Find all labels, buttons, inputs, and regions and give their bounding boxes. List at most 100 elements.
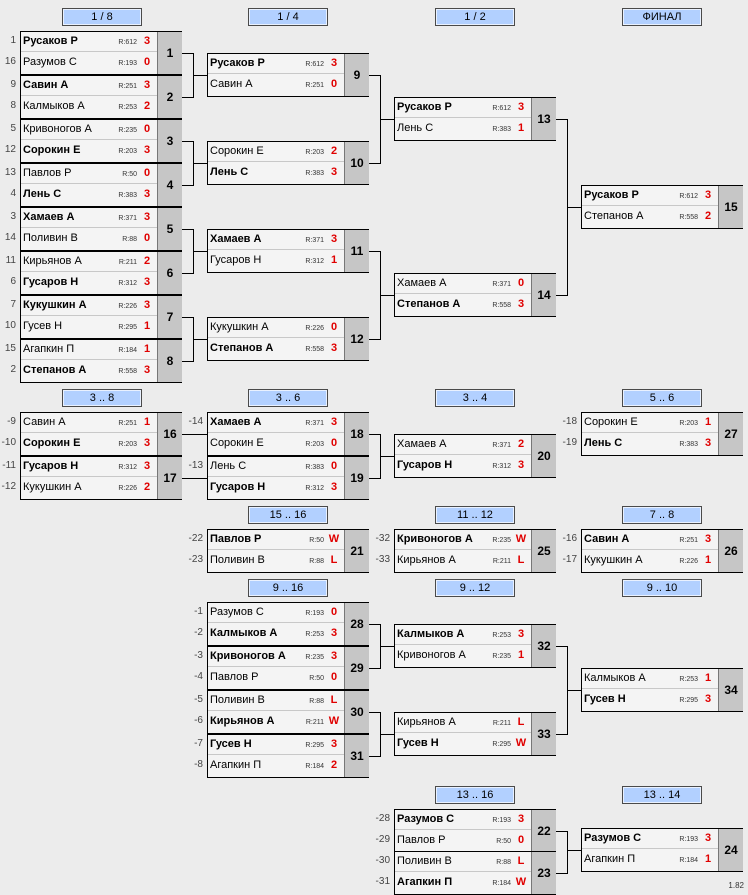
player-row[interactable]: Хамаев АR:3713	[208, 413, 344, 433]
player-row[interactable]: Лень СR:3833	[582, 434, 718, 453]
player-row[interactable]: Разумов СR:1933	[395, 810, 531, 830]
match-box[interactable]: Русаков РR:6123Разумов СR:19301	[20, 31, 182, 75]
player-row[interactable]: Калмыков АR:2533	[395, 625, 531, 645]
match-box[interactable]: Павлов РR:50WПоливин ВR:88L21	[207, 529, 369, 573]
player-row[interactable]: Калмыков АR:2531	[582, 669, 718, 689]
match-box[interactable]: Савин АR:2513Калмыков АR:25322	[20, 75, 182, 119]
match-box[interactable]: Сорокин ЕR:2031Лень СR:383327	[581, 412, 743, 456]
match-box[interactable]: Разумов СR:1930Калмыков АR:253328	[207, 602, 369, 646]
player-row[interactable]: Гусаров НR:3123	[208, 478, 344, 497]
player-row[interactable]: Хамаев АR:3713	[208, 230, 344, 250]
player-row[interactable]: Русаков РR:6123	[21, 32, 157, 52]
player-row[interactable]: Сорокин ЕR:2032	[208, 142, 344, 162]
match-box[interactable]: Поливин ВR:88LКирьянов АR:211W30	[207, 690, 369, 734]
player-row[interactable]: Хамаев АR:3710	[395, 274, 531, 294]
match-box[interactable]: Разумов СR:1933Павлов РR:50022	[394, 809, 556, 853]
player-row[interactable]: Калмыков АR:2533	[208, 624, 344, 643]
player-row[interactable]: Кукушкин АR:2263	[21, 296, 157, 316]
player-row[interactable]: Разумов СR:1930	[21, 53, 157, 72]
match-box[interactable]: Кривоногов АR:2353Павлов РR:50029	[207, 646, 369, 690]
player-row[interactable]: Сорокин ЕR:2031	[582, 413, 718, 433]
player-row[interactable]: Гусев НR:295W	[395, 734, 531, 753]
player-row[interactable]: Кукушкин АR:2260	[208, 318, 344, 338]
player-row[interactable]: Павлов РR:500	[208, 668, 344, 687]
match-box[interactable]: Калмыков АR:2531Гусев НR:295334	[581, 668, 743, 712]
match-box[interactable]: Савин АR:2511Сорокин ЕR:203316	[20, 412, 182, 456]
player-row[interactable]: Хамаев АR:3712	[395, 435, 531, 455]
player-row[interactable]: Кривоногов АR:235W	[395, 530, 531, 550]
player-row[interactable]: Сорокин ЕR:2033	[21, 141, 157, 160]
player-row[interactable]: Савин АR:2513	[21, 76, 157, 96]
match-box[interactable]: Кривоногов АR:2350Сорокин ЕR:20333	[20, 119, 182, 163]
player-row[interactable]: Павлов РR:50W	[208, 530, 344, 550]
player-row[interactable]: Кирьянов АR:2112	[21, 252, 157, 272]
match-box[interactable]: Поливин ВR:88LАгапкин ПR:184W23	[394, 851, 556, 895]
player-row[interactable]: Гусев НR:2951	[21, 317, 157, 336]
player-row[interactable]: Савин АR:2510	[208, 75, 344, 94]
match-box[interactable]: Разумов СR:1933Агапкин ПR:184124	[581, 828, 743, 872]
player-row[interactable]: Савин АR:2511	[21, 413, 157, 433]
player-row[interactable]: Степанов АR:5583	[395, 295, 531, 314]
match-box[interactable]: Русаков РR:6123Савин АR:25109	[207, 53, 369, 97]
player-row[interactable]: Разумов СR:1933	[582, 829, 718, 849]
match-box[interactable]: Хамаев АR:3713Поливин ВR:8805	[20, 207, 182, 251]
player-row[interactable]: Кривоногов АR:2350	[21, 120, 157, 140]
player-row[interactable]: Агапкин ПR:1841	[21, 340, 157, 360]
player-row[interactable]: Поливин ВR:880	[21, 229, 157, 248]
player-row[interactable]: Кирьянов АR:211L	[395, 713, 531, 733]
player-row[interactable]: Сорокин ЕR:2030	[208, 434, 344, 453]
match-box[interactable]: Гусев НR:2953Агапкин ПR:184231	[207, 734, 369, 778]
player-row[interactable]: Лень СR:3833	[208, 163, 344, 182]
player-row[interactable]: Калмыков АR:2532	[21, 97, 157, 116]
player-row[interactable]: Поливин ВR:88L	[395, 852, 531, 872]
player-row[interactable]: Поливин ВR:88L	[208, 551, 344, 570]
player-row[interactable]: Степанов АR:5582	[582, 207, 718, 226]
player-row[interactable]: Кривоногов АR:2351	[395, 646, 531, 665]
player-row[interactable]: Кирьянов АR:211W	[208, 712, 344, 731]
match-box[interactable]: Павлов РR:500Лень СR:38334	[20, 163, 182, 207]
player-row[interactable]: Павлов РR:500	[21, 164, 157, 184]
match-box[interactable]: Калмыков АR:2533Кривоногов АR:235132	[394, 624, 556, 668]
player-row[interactable]: Кукушкин АR:2262	[21, 478, 157, 497]
player-row[interactable]: Гусаров НR:3123	[21, 273, 157, 292]
match-box[interactable]: Кирьянов АR:211LГусев НR:295W33	[394, 712, 556, 756]
player-row[interactable]: Степанов АR:5583	[21, 361, 157, 380]
player-row[interactable]: Лень СR:3831	[395, 119, 531, 138]
player-row[interactable]: Гусаров НR:3123	[395, 456, 531, 475]
player-row[interactable]: Кукушкин АR:2261	[582, 551, 718, 570]
match-box[interactable]: Русаков РR:6123Степанов АR:558215	[581, 185, 743, 229]
player-row[interactable]: Савин АR:2513	[582, 530, 718, 550]
match-box[interactable]: Гусаров НR:3123Кукушкин АR:226217	[20, 456, 182, 500]
player-row[interactable]: Русаков РR:6123	[208, 54, 344, 74]
match-box[interactable]: Хамаев АR:3713Сорокин ЕR:203018	[207, 412, 369, 456]
player-row[interactable]: Гусаров НR:3123	[21, 457, 157, 477]
match-box[interactable]: Кукушкин АR:2260Степанов АR:558312	[207, 317, 369, 361]
player-row[interactable]: Кирьянов АR:211L	[395, 551, 531, 570]
player-row[interactable]: Гусаров НR:3121	[208, 251, 344, 270]
match-box[interactable]: Хамаев АR:3710Степанов АR:558314	[394, 273, 556, 317]
player-row[interactable]: Степанов АR:5583	[208, 339, 344, 358]
player-row[interactable]: Агапкин ПR:184W	[395, 873, 531, 892]
player-row[interactable]: Лень СR:3830	[208, 457, 344, 477]
match-box[interactable]: Сорокин ЕR:2032Лень СR:383310	[207, 141, 369, 185]
player-row[interactable]: Гусев НR:2953	[208, 735, 344, 755]
player-row[interactable]: Хамаев АR:3713	[21, 208, 157, 228]
player-row[interactable]: Лень СR:3833	[21, 185, 157, 204]
player-row[interactable]: Агапкин ПR:1841	[582, 850, 718, 869]
player-row[interactable]: Русаков РR:6123	[395, 98, 531, 118]
player-row[interactable]: Разумов СR:1930	[208, 603, 344, 623]
player-row[interactable]: Гусев НR:2953	[582, 690, 718, 709]
player-row[interactable]: Сорокин ЕR:2033	[21, 434, 157, 453]
match-box[interactable]: Хамаев АR:3713Гусаров НR:312111	[207, 229, 369, 273]
match-box[interactable]: Агапкин ПR:1841Степанов АR:55838	[20, 339, 182, 383]
player-row[interactable]: Русаков РR:6123	[582, 186, 718, 206]
player-row[interactable]: Агапкин ПR:1842	[208, 756, 344, 775]
match-box[interactable]: Хамаев АR:3712Гусаров НR:312320	[394, 434, 556, 478]
player-row[interactable]: Кривоногов АR:2353	[208, 647, 344, 667]
match-box[interactable]: Кукушкин АR:2263Гусев НR:29517	[20, 295, 182, 339]
match-box[interactable]: Кривоногов АR:235WКирьянов АR:211L25	[394, 529, 556, 573]
match-box[interactable]: Лень СR:3830Гусаров НR:312319	[207, 456, 369, 500]
player-row[interactable]: Павлов РR:500	[395, 831, 531, 850]
match-box[interactable]: Савин АR:2513Кукушкин АR:226126	[581, 529, 743, 573]
match-box[interactable]: Кирьянов АR:2112Гусаров НR:31236	[20, 251, 182, 295]
